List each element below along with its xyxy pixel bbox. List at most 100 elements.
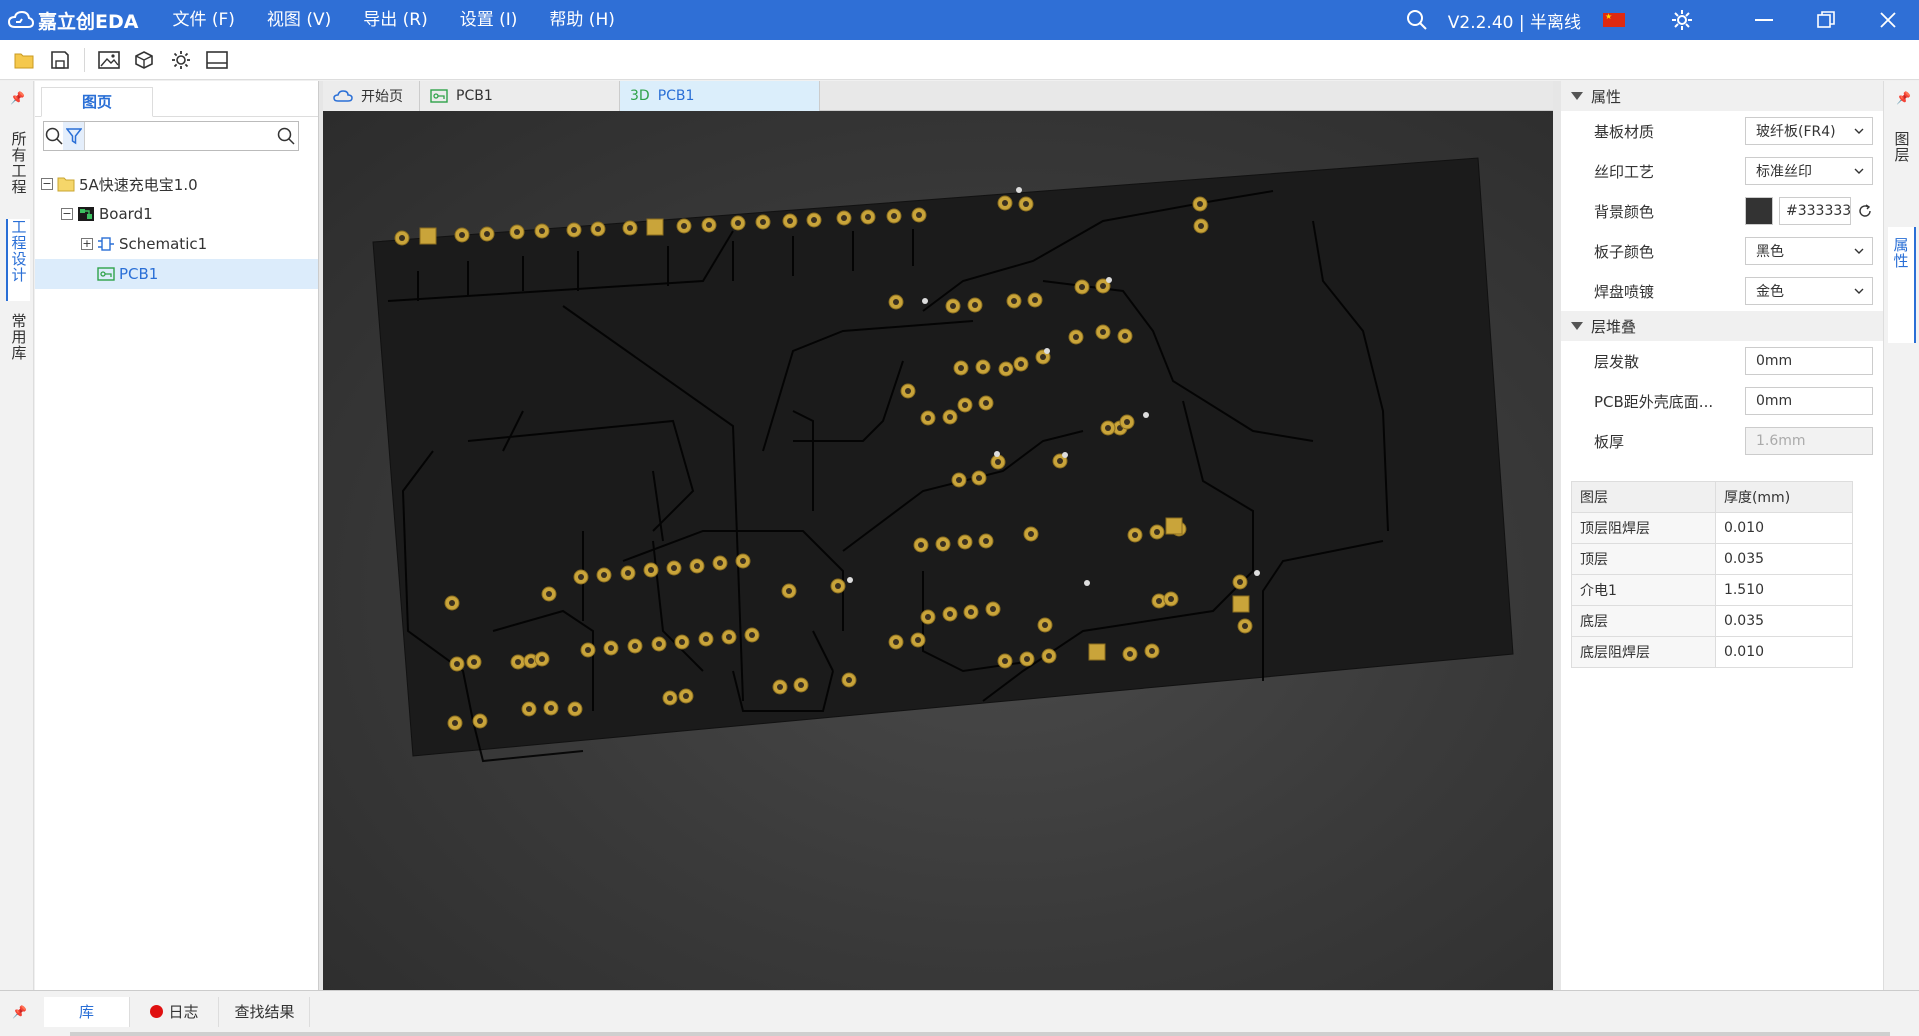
menu-file[interactable]: 文件 (F)	[172, 10, 235, 30]
tree-node-label: Board1	[99, 205, 153, 223]
search-input[interactable]	[84, 122, 274, 150]
tree-node-pcb[interactable]: PCB1	[35, 259, 318, 289]
table-cell: 顶层	[1571, 543, 1716, 575]
tree-node-board[interactable]: − Board1	[35, 199, 318, 229]
pcb-pad-hole	[585, 647, 591, 653]
pin-icon[interactable]: 📌	[1896, 91, 1911, 105]
reset-icon[interactable]	[1857, 203, 1873, 219]
project-tree: − 5A快速充电宝1.0 − Board1 + Schematic1	[35, 169, 318, 289]
pcb-pad-hole	[1100, 329, 1106, 335]
pcb-pad-hole	[1028, 531, 1034, 537]
open-folder-button[interactable]	[6, 44, 42, 76]
substrate-select[interactable]: 玻纤板(FR4)	[1745, 117, 1873, 145]
vtab-all-projects[interactable]: 所有工程	[6, 131, 30, 211]
3d-viewport[interactable]	[323, 111, 1553, 990]
settings-button[interactable]	[163, 44, 199, 76]
pcb-icon	[97, 267, 115, 281]
enclosure-distance-input[interactable]: 0mm	[1745, 387, 1873, 415]
pcb-pad-hole	[925, 614, 931, 620]
panel-toggle-button[interactable]	[199, 44, 235, 76]
vtab-layers[interactable]: 图层	[1888, 121, 1916, 181]
bottom-tab-log[interactable]: 日志	[131, 997, 219, 1027]
section-stackup[interactable]: 层堆叠	[1561, 311, 1883, 341]
tree-node-schematic[interactable]: + Schematic1	[35, 229, 318, 259]
layer-spread-input[interactable]: 0mm	[1745, 347, 1873, 375]
folder-icon	[57, 177, 75, 192]
filter-button[interactable]	[63, 122, 84, 150]
bottom-tab-library[interactable]: 库	[44, 997, 130, 1027]
tree-node-project[interactable]: − 5A快速充电宝1.0	[35, 169, 318, 199]
pcb-pad-hole	[681, 223, 687, 229]
tab-start-page[interactable]: 开始页	[323, 81, 420, 111]
pcb-pad-hole	[1046, 653, 1052, 659]
tab-pcb-2d[interactable]: PCB1	[420, 81, 620, 111]
section-properties[interactable]: 属性	[1561, 81, 1883, 111]
cloud-icon	[333, 90, 353, 102]
search-icon	[277, 127, 295, 145]
expand-toggle-icon[interactable]: +	[81, 237, 93, 250]
pcb-pad-hole	[515, 659, 521, 665]
vtab-project-design[interactable]: 工程设计	[6, 219, 30, 301]
pcb-pad-hole	[627, 225, 633, 231]
menu-view[interactable]: 视图 (V)	[266, 10, 332, 30]
pcb-pad-hole	[679, 639, 685, 645]
collapse-toggle-icon[interactable]: −	[61, 207, 73, 220]
pcb-pad-hole	[983, 400, 989, 406]
cloud-logo-icon	[8, 10, 34, 28]
table-row: 顶层 0.035	[1571, 543, 1854, 575]
tab-pcb-3d[interactable]: 3D PCB1	[620, 81, 820, 111]
restore-button[interactable]	[1795, 0, 1857, 40]
table-cell: 顶层阻焊层	[1571, 512, 1716, 544]
pcb-pad-hole	[1237, 579, 1243, 585]
color-swatch[interactable]	[1745, 197, 1773, 225]
export-image-button[interactable]	[91, 44, 127, 76]
vtab-label: 常用库	[11, 312, 27, 362]
pcb-pad-hole	[539, 656, 545, 662]
silkscreen-select[interactable]: 标准丝印	[1745, 157, 1873, 185]
board-thickness-input: 1.6mm	[1745, 427, 1873, 455]
pcb-pad-hole	[980, 364, 986, 370]
pcb-pad-hole	[990, 606, 996, 612]
vtab-common-library[interactable]: 常用库	[6, 313, 30, 373]
search-submit-button[interactable]	[274, 122, 298, 150]
pcb-pin	[847, 577, 853, 583]
search-icon[interactable]	[1406, 9, 1428, 31]
settings-gear-icon[interactable]	[1671, 9, 1693, 31]
vtab-label: 工程设计	[11, 218, 27, 284]
pcb-pad-hole	[1040, 354, 1046, 360]
search-mode-button[interactable]	[44, 122, 63, 150]
color-hex-input[interactable]: #333333	[1779, 197, 1851, 225]
minimize-button[interactable]	[1733, 0, 1795, 40]
menu-export[interactable]: 导出 (R)	[363, 10, 428, 30]
bottom-tab-find-results[interactable]: 查找结果	[220, 997, 310, 1027]
pcb-pad-hole	[749, 632, 755, 638]
vtab-properties[interactable]: 属性	[1888, 227, 1916, 343]
pcb-pad-hole	[399, 235, 405, 241]
pcb-pad-hole	[632, 643, 638, 649]
close-button[interactable]	[1857, 0, 1919, 40]
left-splitter[interactable]	[319, 81, 323, 990]
tab-pages[interactable]: 图页	[41, 87, 153, 117]
pcb-pad-hole	[925, 415, 931, 421]
china-flag-icon[interactable]	[1603, 12, 1625, 27]
3d-model-button[interactable]	[127, 44, 163, 76]
prop-label: 板子颜色	[1594, 242, 1655, 261]
pcb-pad-hole	[571, 227, 577, 233]
menu-settings[interactable]: 设置 (I)	[459, 10, 518, 30]
pin-icon[interactable]: 📌	[12, 1005, 27, 1019]
pcb-pad-hole	[972, 302, 978, 308]
horizontal-scrollbar[interactable]	[70, 1032, 1890, 1036]
pcb-pad-hole	[625, 570, 631, 576]
pcb-icon	[430, 89, 448, 103]
menu-help[interactable]: 帮助 (H)	[549, 10, 615, 30]
pcb-pad-hole	[786, 588, 792, 594]
collapse-toggle-icon[interactable]: −	[41, 177, 53, 190]
right-splitter[interactable]	[1553, 81, 1561, 990]
document-tabs: 开始页 PCB1 3D PCB1	[323, 81, 1553, 111]
save-button[interactable]	[42, 44, 78, 76]
pcb-pad-hole	[608, 645, 614, 651]
pad-plating-select[interactable]: 金色	[1745, 277, 1873, 305]
board-color-select[interactable]: 黑色	[1745, 237, 1873, 265]
pin-icon[interactable]: 📌	[10, 91, 25, 105]
pcb-pad-hole	[484, 231, 490, 237]
